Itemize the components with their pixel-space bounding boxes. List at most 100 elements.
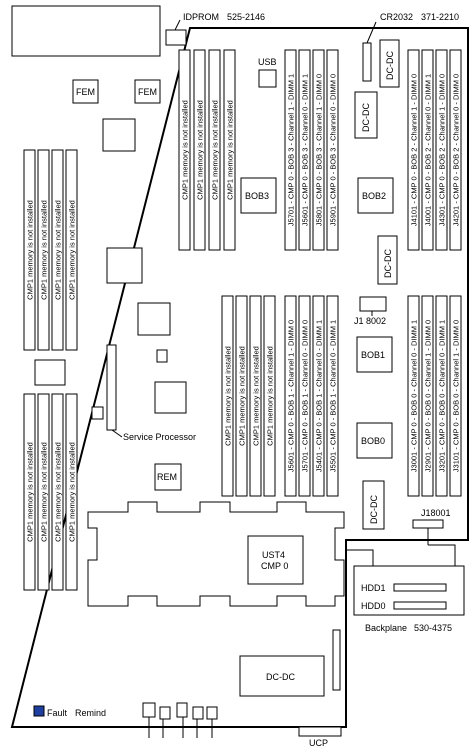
idprom-part-number: 525-2146 xyxy=(227,12,265,22)
dimm-slot-left-lower-2 xyxy=(51,393,64,591)
dimm-slot-center-upper-0 xyxy=(178,49,191,251)
bob1-chip xyxy=(356,336,393,373)
dimm-slot-label: CMP1 memory is not installed xyxy=(265,346,274,446)
dimm-slot-label: J5801 - CMP 0 - BOB 3 - Channel 1 - DIMM… xyxy=(314,74,323,226)
ust4-label-line2: CMP 0 xyxy=(261,561,288,571)
battery-label: CR2032 xyxy=(380,12,413,22)
cpu-heatsink xyxy=(87,501,345,607)
dimm-slot-bob2-slots-0 xyxy=(407,49,420,251)
bob3-chip xyxy=(240,177,277,214)
dimm-slot-center-lower-2 xyxy=(249,295,262,497)
dimm-slot-label: CMP1 memory is not installed xyxy=(180,100,189,200)
chip-g xyxy=(91,406,104,420)
backplane-part-number: 530-4375 xyxy=(414,623,452,633)
usb-label: USB xyxy=(258,57,277,67)
dimm-slot-label: CMP1 memory is not installed xyxy=(39,442,48,542)
dimm-slot-label: J4201 - CMP 0 - BOB 2 - Channel 0 - DIMM… xyxy=(451,74,460,226)
chip-a xyxy=(102,118,136,152)
ust4-label-line1: UST4 xyxy=(262,550,285,560)
battery-part-number: 371-2210 xyxy=(421,12,459,22)
dimm-slot-label: J4001 - CMP 0 - BOB 2 - Channel 0 - DIMM… xyxy=(423,74,432,226)
dimm-slot-label: J5601 - CMP 0 - BOB 3 - Channel 0 - DIMM… xyxy=(300,74,309,226)
dimm-slot-bob0-slots-2 xyxy=(435,295,448,497)
dimm-slot-label: CMP1 memory is not installed xyxy=(67,442,76,542)
fault-led-icon xyxy=(33,705,45,717)
dcdc-label-5: DC-DC xyxy=(266,672,295,682)
chip-c xyxy=(137,302,171,336)
dcdc-module-2 xyxy=(354,91,378,139)
dimm-slot-label: CMP1 memory is not installed xyxy=(25,442,34,542)
dimm-slot-left-upper-0 xyxy=(23,149,36,351)
j18002-connector xyxy=(359,296,387,312)
idprom-chip xyxy=(165,29,187,46)
dimm-slot-bob1-slots-1 xyxy=(298,295,311,497)
dcdc-label-1: DC-DC xyxy=(385,51,395,80)
dimm-slot-label: J5401 - CMP 0 - BOB 1 - Channel 0 - DIMM… xyxy=(314,320,323,472)
dimm-slot-bob1-slots-0 xyxy=(284,295,297,497)
bob2-label: BOB2 xyxy=(362,191,386,201)
dimm-slot-bob0-slots-0 xyxy=(407,295,420,497)
dimm-slot-label: CMP1 memory is not installed xyxy=(237,346,246,446)
dimm-slot-left-upper-2 xyxy=(51,149,64,351)
ucp-connector xyxy=(298,726,342,737)
service-processor-label: Service Processor xyxy=(123,432,196,442)
dimm-slot-bob2-slots-1 xyxy=(421,49,434,251)
hdd0-connector xyxy=(393,601,447,610)
bob2-chip xyxy=(357,177,394,214)
dimm-slot-bob1-slots-2 xyxy=(312,295,325,497)
dimm-slot-label: J4301 - CMP 0 - BOB 2 - Channel 1 - DIMM… xyxy=(437,74,446,226)
fem-chip-1 xyxy=(72,79,99,104)
dimm-slot-bob2-slots-2 xyxy=(435,49,448,251)
top-connector-block xyxy=(11,5,161,57)
dimm-slot-label: J3101 - CMP 0 - BOB 0 - Channel 1 - DIMM… xyxy=(451,320,460,472)
hdd0-label: HDD0 xyxy=(361,601,386,611)
fem-label-2: FEM xyxy=(138,87,157,97)
dimm-slot-label: J2901 - CMP 0 - BOB 0 - Channel 1 - DIMM… xyxy=(423,320,432,472)
dimm-slot-bob0-slots-3 xyxy=(449,295,462,497)
dimm-slot-center-upper-3 xyxy=(223,49,236,251)
idprom-label: IDPROM xyxy=(183,12,219,22)
rem-chip xyxy=(154,463,182,491)
chip-e xyxy=(34,359,66,386)
dimm-slot-label: J5501 - CMP 0 - BOB 1 - Channel 0 - DIMM… xyxy=(328,320,337,472)
ust4-cpu xyxy=(247,535,304,585)
backplane-label: Backplane xyxy=(365,623,407,633)
dimm-slot-label: CMP1 memory is not installed xyxy=(53,200,62,300)
hdd1-connector xyxy=(393,583,447,592)
dimm-slot-bob3-slots-0 xyxy=(284,49,297,251)
power-connector-strip xyxy=(332,629,341,691)
dcdc-label-3: DC-DC xyxy=(383,249,393,278)
dimm-slot-center-lower-3 xyxy=(263,295,276,497)
rear-io-connectors xyxy=(142,702,218,738)
dimm-slot-center-lower-0 xyxy=(221,295,234,497)
dimm-slot-bob3-slots-1 xyxy=(298,49,311,251)
dimm-slot-bob3-slots-2 xyxy=(312,49,325,251)
dimm-slot-left-lower-1 xyxy=(37,393,50,591)
dimm-slot-left-upper-3 xyxy=(65,149,78,351)
fem-chip-2 xyxy=(134,79,161,104)
dimm-slot-label: CMP1 memory is not installed xyxy=(39,200,48,300)
dimm-slot-label: CMP1 memory is not installed xyxy=(53,442,62,542)
bob1-label: BOB1 xyxy=(361,350,385,360)
bob3-label: BOB3 xyxy=(245,191,269,201)
remind-label: Remind xyxy=(75,708,106,718)
dimm-slot-center-upper-2 xyxy=(208,49,221,251)
dimm-slot-label: CMP1 memory is not installed xyxy=(67,200,76,300)
j18001-connector xyxy=(412,519,444,529)
dcdc-module-5 xyxy=(239,655,325,697)
chip-f xyxy=(154,381,187,414)
dimm-slot-bob1-slots-3 xyxy=(326,295,339,497)
bob0-label: BOB0 xyxy=(361,436,385,446)
dimm-slot-label: CMP1 memory is not installed xyxy=(195,100,204,200)
dimm-slot-bob3-slots-3 xyxy=(326,49,339,251)
dimm-slot-label: J5901 - CMP 0 - BOB 3 - Channel 0 - DIMM… xyxy=(328,74,337,226)
dimm-slot-bob0-slots-1 xyxy=(421,295,434,497)
fault-label: Fault xyxy=(47,708,68,718)
ucp-label: UCP xyxy=(309,738,328,748)
dcdc-label-2: DC-DC xyxy=(361,103,371,132)
dimm-slot-center-upper-1 xyxy=(193,49,206,251)
bob0-chip xyxy=(356,422,393,459)
dimm-slot-label: CMP1 memory is not installed xyxy=(223,346,232,446)
